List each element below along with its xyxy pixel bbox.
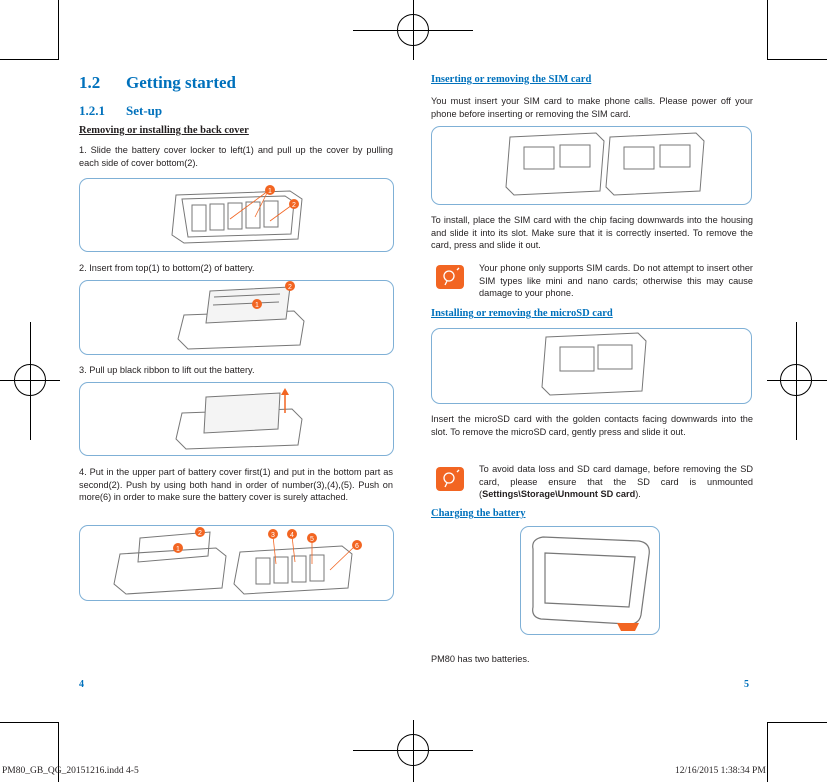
figure-cover-attach: 2 1 3 4 5 6 [79, 525, 394, 601]
svg-text:2: 2 [292, 202, 296, 209]
batteries-text: PM80 has two batteries. [431, 654, 530, 664]
svg-text:1: 1 [176, 546, 180, 553]
sim-heading: Inserting or removing the SIM card [431, 74, 592, 85]
step-2-text: 2. Insert from top(1) to bottom(2) of ba… [79, 263, 255, 273]
svg-text:2: 2 [198, 530, 202, 537]
figure-battery-lift [79, 382, 394, 456]
sim-install-text: To install, place the SIM card with the … [431, 215, 753, 251]
svg-text:1: 1 [255, 302, 259, 309]
marker-1 [265, 185, 275, 195]
crop-mark [0, 59, 58, 60]
svg-text:2: 2 [288, 284, 292, 291]
section-title: Getting started [126, 73, 237, 92]
sd-unmount-path: Settings\Storage\Unmount SD card [482, 489, 636, 500]
step-3-text: 3. Pull up black ribbon to lift out the … [79, 365, 255, 375]
section-number: 1.2 [79, 73, 101, 92]
page-number-left: 4 [79, 679, 84, 690]
slug-filename: PM80_GB_QG_20151216.indd 4-5 [2, 766, 139, 776]
figure-battery-insert: 1 2 [79, 280, 394, 355]
marker-2 [289, 199, 299, 209]
figure-microsd [431, 328, 752, 404]
subsection-title: Set-up [126, 103, 163, 118]
svg-text:5: 5 [310, 536, 314, 543]
sd-note: To avoid data loss and SD card damage, b… [479, 464, 753, 500]
page-number-right: 5 [744, 679, 749, 690]
svg-text:3: 3 [271, 532, 275, 539]
figure-charging [520, 526, 660, 635]
marker-lines [229, 190, 293, 222]
phone-back-illustration [171, 190, 303, 244]
crop-mark [58, 722, 59, 782]
sim-intro-text: You must insert your SIM card to make ph… [431, 96, 753, 119]
crop-mark [767, 0, 768, 60]
figure-back-cover-removal: 1 2 [79, 178, 394, 252]
crop-mark [58, 0, 59, 60]
crop-mark [0, 722, 58, 723]
step-1-text: 1. Slide the battery cover locker to lef… [79, 145, 393, 168]
svg-text:6: 6 [355, 543, 359, 550]
svg-text:1: 1 [268, 188, 272, 195]
crop-mark [768, 722, 827, 723]
lightbulb-icon [436, 467, 464, 491]
back-cover-heading: Removing or installing the back cover [79, 125, 249, 136]
lightbulb-icon [436, 265, 464, 289]
subsection-number: 1.2.1 [79, 103, 105, 118]
crop-mark [767, 722, 768, 782]
crop-mark [768, 59, 827, 60]
figure-sim-card [431, 126, 752, 205]
charging-heading: Charging the battery [431, 508, 526, 519]
sd-heading: Installing or removing the microSD card [431, 308, 613, 319]
sim-note-text: Your phone only supports SIM cards. Do n… [479, 263, 753, 299]
svg-text:4: 4 [290, 532, 294, 539]
sd-text: Insert the microSD card with the golden … [431, 414, 753, 437]
slug-timestamp: 12/16/2015 1:38:34 PM [675, 766, 766, 776]
step-4-text: 4. Put in the upper part of battery cove… [79, 467, 393, 503]
